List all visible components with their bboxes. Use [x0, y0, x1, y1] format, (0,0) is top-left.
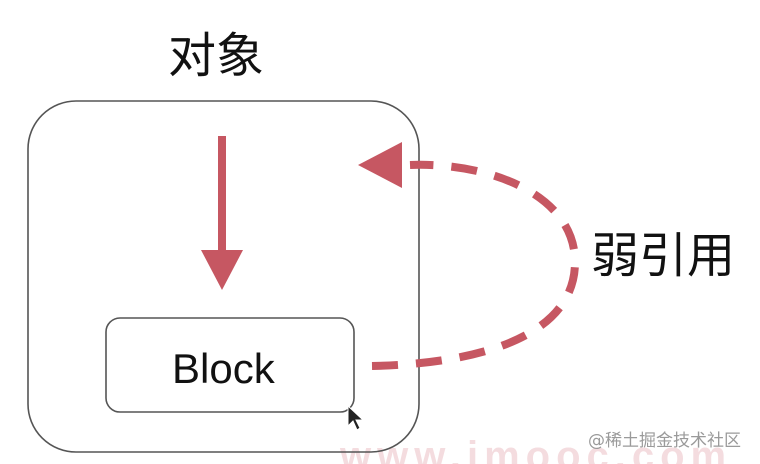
mouse-pointer-icon	[347, 404, 365, 431]
object-box	[27, 100, 420, 453]
weak-reference-arrowhead	[358, 142, 402, 188]
object-title: 对象	[168, 28, 265, 84]
weak-reference-label: 弱引用	[591, 228, 736, 284]
block-box	[105, 317, 355, 413]
block-label: Block	[172, 345, 275, 392]
weak-reference-curve	[371, 160, 580, 370]
watermark-text: @稀土掘金技术社区	[588, 431, 741, 451]
strong-reference-arrowhead	[201, 250, 243, 290]
